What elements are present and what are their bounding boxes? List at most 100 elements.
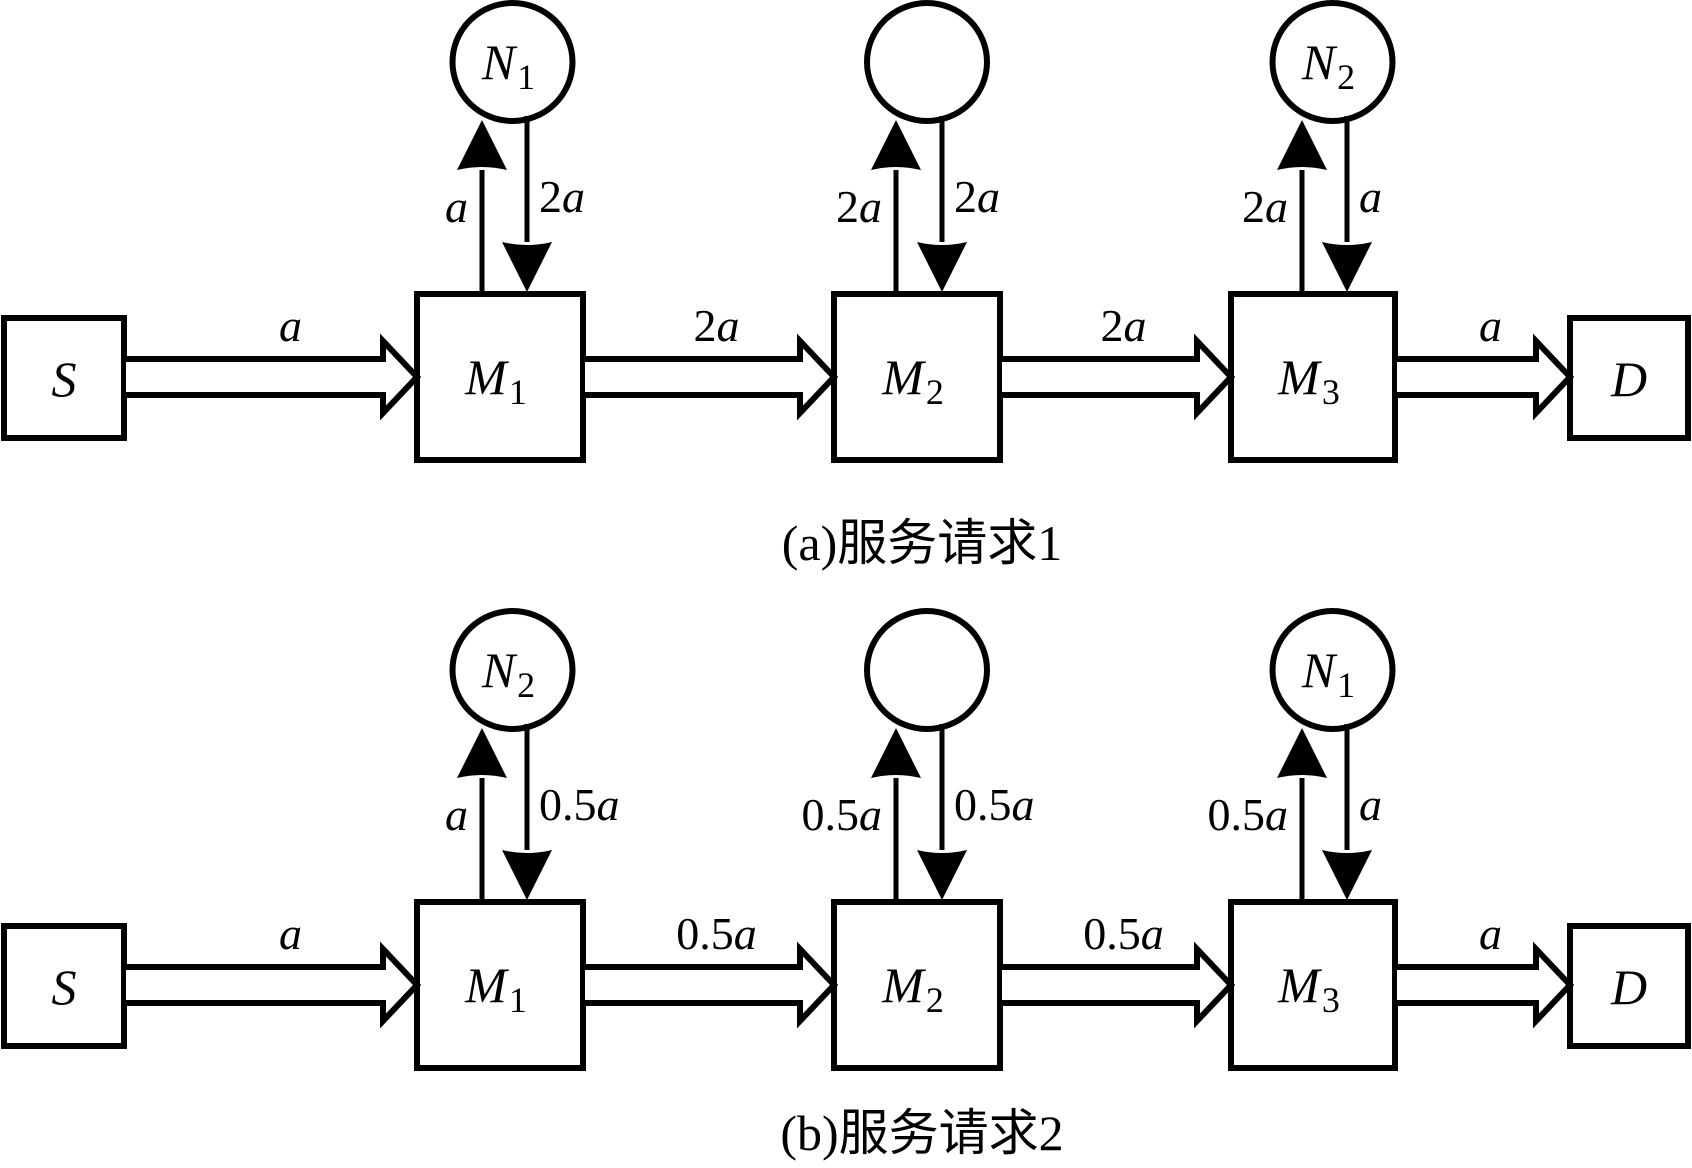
link-arrow-4 [1397, 333, 1575, 421]
middlebox-m3-to-node-arrow-head [1277, 120, 1327, 170]
link-rate-2-variable: a [717, 300, 740, 351]
service-node-label-1-symbol: N [481, 642, 518, 698]
service-node-circle-2 [864, 608, 990, 732]
service-node-label-3: N1 [1301, 642, 1355, 705]
service-node-label-3-subscript: 1 [1337, 665, 1355, 705]
middlebox-m2-from-node-rate-variable: a [1012, 779, 1035, 830]
middlebox-m1-label: M1 [464, 349, 527, 412]
service-node-label-3-symbol: N [1301, 642, 1338, 698]
link-rate-3-variable: a [1124, 300, 1147, 351]
middlebox-m1-label-symbol: M [464, 957, 509, 1013]
link-rate-4: a [1479, 300, 1502, 351]
middlebox-m1-to-node-rate-variable: a [445, 789, 468, 840]
service-node-label-1: N1 [481, 34, 535, 97]
link-arrow-4 [1397, 941, 1575, 1029]
middlebox-m2-to-node-rate-coefficient: 0.5 [802, 789, 860, 840]
link-arrow-2 [585, 333, 839, 421]
link-arrow-2 [585, 941, 839, 1029]
destination-node-box [1567, 315, 1691, 441]
middlebox-m3-to-node-rate-variable: a [1265, 789, 1288, 840]
middlebox-m2-to-node-rate-coefficient: 2 [836, 181, 859, 232]
middlebox-m1-to-node-rate: a [445, 181, 468, 232]
middlebox-m3-label-symbol: M [1277, 957, 1322, 1013]
link-rate-3-coefficient: 0.5 [1083, 908, 1141, 959]
link-arrow-3 [1002, 333, 1236, 421]
middlebox-m3-from-node-arrow-head [1322, 242, 1372, 292]
link-rate-1: a [279, 300, 302, 351]
middlebox-m1-from-node-rate-coefficient: 2 [539, 171, 562, 222]
destination-node-label: D [1610, 959, 1647, 1015]
service-node-circle-2 [864, 0, 990, 124]
source-node-label: S [52, 351, 77, 407]
service-node-circle-1 [449, 0, 576, 124]
middlebox-m3-from-node-rate-variable: a [1359, 779, 1382, 830]
middlebox-m3-box [1228, 291, 1398, 463]
middlebox-m3-from-node-rate: a [1359, 171, 1382, 222]
link-rate-2: 0.5a [676, 908, 757, 959]
service-node-circle-3 [1269, 0, 1396, 124]
middlebox-m2-to-node-arrow-head [871, 728, 921, 778]
middlebox-m3-label-symbol: M [1277, 349, 1322, 405]
middlebox-m1-from-node-rate-coefficient: 0.5 [539, 779, 597, 830]
middlebox-m2-label: M2 [881, 349, 944, 412]
middlebox-m1-label: M1 [464, 957, 527, 1020]
link-rate-4: a [1479, 908, 1502, 959]
middlebox-m3-label: M3 [1277, 349, 1340, 412]
panel-caption: (b)服务请求2 [780, 1105, 1063, 1161]
link-rate-2-coefficient: 2 [694, 300, 717, 351]
middlebox-m1-label-subscript: 1 [509, 372, 527, 412]
middlebox-m2-label-symbol: M [881, 349, 926, 405]
link-rate-2-coefficient: 0.5 [676, 908, 734, 959]
middlebox-m2-label-subscript: 2 [926, 980, 944, 1020]
middlebox-m2-to-node-rate-variable: a [859, 181, 882, 232]
middlebox-m1-label-subscript: 1 [509, 980, 527, 1020]
link-rate-1: a [279, 908, 302, 959]
middlebox-m2-from-node-arrow-head [917, 242, 967, 292]
middlebox-m1-from-node-arrow-head [502, 850, 552, 900]
middlebox-m2-to-node-rate: 2a [836, 181, 882, 232]
middlebox-m3-from-node-rate: a [1359, 779, 1382, 830]
destination-node-label: D [1610, 351, 1647, 407]
middlebox-m2-label-subscript: 2 [926, 372, 944, 412]
service-node-label-1-subscript: 2 [517, 665, 535, 705]
link-rate-3: 2a [1101, 300, 1147, 351]
middlebox-m2-from-node-rate-coefficient: 0.5 [954, 779, 1012, 830]
middlebox-m3-to-node-rate: 2a [1242, 181, 1288, 232]
service-node-label-3-subscript: 2 [1337, 57, 1355, 97]
middlebox-m3-to-node-rate-variable: a [1265, 181, 1288, 232]
middlebox-m2-to-node-rate: 0.5a [802, 789, 883, 840]
link-rate-1-variable: a [279, 908, 302, 959]
source-node-box [1, 315, 127, 441]
source-node-label: S [52, 959, 77, 1015]
middlebox-m2-to-node-arrow-head [871, 120, 921, 170]
link-rate-1-variable: a [279, 300, 302, 351]
service-node-label-1: N2 [481, 642, 535, 705]
middlebox-m2-label-symbol: M [881, 957, 926, 1013]
middlebox-m3-to-node-rate-coefficient: 0.5 [1208, 789, 1266, 840]
middlebox-m1-from-node-rate: 2a [539, 171, 585, 222]
middlebox-m2-to-node-rate-variable: a [859, 789, 882, 840]
middlebox-m1-from-node-arrow-head [502, 242, 552, 292]
middlebox-m3-box [1228, 899, 1398, 1071]
middlebox-m2-from-node-arrow-head [917, 850, 967, 900]
middlebox-m2-from-node-rate-coefficient: 2 [954, 171, 977, 222]
middlebox-m2-from-node-rate-variable: a [977, 171, 1000, 222]
link-rate-4-variable: a [1479, 908, 1502, 959]
middlebox-m1-to-node-rate-variable: a [445, 181, 468, 232]
middlebox-m1-to-node-arrow-head [457, 728, 507, 778]
middlebox-m2-from-node-rate: 0.5a [954, 779, 1035, 830]
link-arrow-3 [1002, 941, 1236, 1029]
middlebox-m1-label-symbol: M [464, 349, 509, 405]
middlebox-m3-to-node-rate-coefficient: 2 [1242, 181, 1265, 232]
middlebox-m3-to-node-rate: 0.5a [1208, 789, 1289, 840]
link-rate-2: 2a [694, 300, 740, 351]
middlebox-m3-from-node-arrow-head [1322, 850, 1372, 900]
service-node-label-3-symbol: N [1301, 34, 1338, 90]
middlebox-m1-to-node-arrow-head [457, 120, 507, 170]
middlebox-m2-from-node-rate: 2a [954, 171, 1000, 222]
source-node-box [1, 923, 127, 1049]
service-node-label-3: N2 [1301, 34, 1355, 97]
panel-caption: (a)服务请求1 [782, 515, 1063, 571]
